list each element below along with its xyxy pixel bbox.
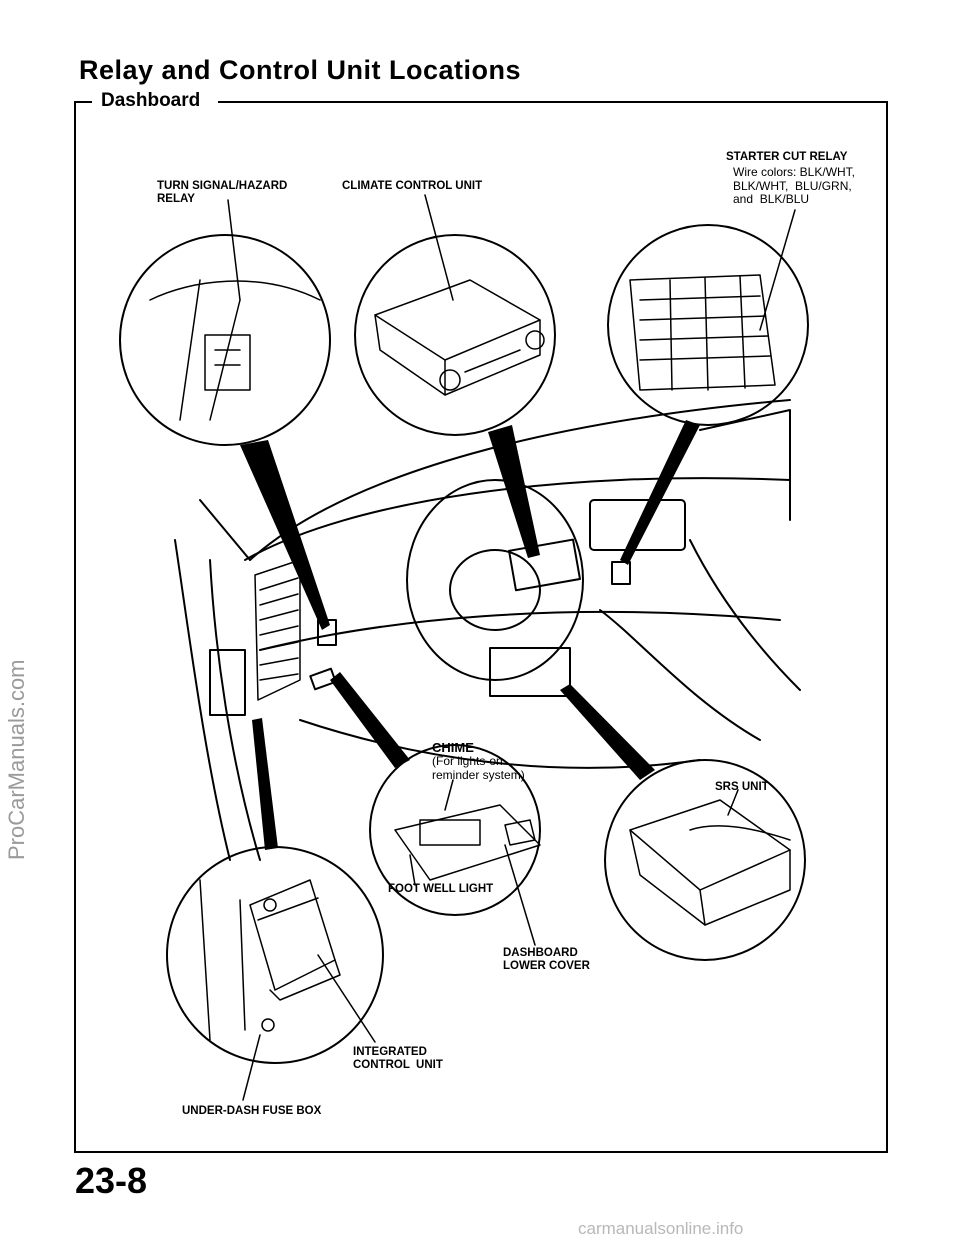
chime-label: CHIME	[432, 740, 474, 755]
windshield-line	[249, 399, 791, 561]
climate-control-unit-label: CLIMATE CONTROL UNIT	[342, 180, 483, 192]
turn-signal-parts	[149, 279, 321, 421]
leader-lines	[227, 194, 796, 1101]
steering-hub	[449, 549, 541, 631]
frame-top-right	[218, 101, 888, 103]
frame-top-left	[74, 101, 92, 103]
climate-unit-parts	[374, 279, 545, 396]
turn-signal-detail	[119, 234, 331, 446]
steering-wheel	[406, 479, 584, 681]
climate-unit-in-dash	[508, 538, 581, 592]
door-pillar	[209, 559, 261, 861]
page-title: Relay and Control Unit Locations	[79, 55, 522, 85]
right-panel	[699, 409, 791, 521]
srs-parts	[629, 799, 791, 926]
fuse-box-detail	[166, 846, 384, 1064]
console	[599, 609, 761, 741]
chime-detail	[369, 744, 541, 916]
page-number: 23-8	[75, 1160, 148, 1201]
a-pillar	[199, 499, 251, 561]
srs-unit-label: SRS UNIT	[715, 781, 769, 793]
starter-relay-parts	[629, 274, 776, 391]
left-door	[174, 539, 231, 861]
starter-detail	[607, 224, 809, 426]
srs-detail	[604, 759, 806, 961]
climate-detail	[354, 234, 556, 436]
integrated-control-unit-label: INTEGRATED CONTROL UNIT	[353, 1046, 443, 1071]
chime-parts	[394, 804, 541, 881]
dashboard-lower-cover-label: DASHBOARD LOWER COVER	[503, 947, 590, 972]
footer-watermark: carmanualsonline.info	[578, 1219, 744, 1238]
turn-signal-relay-label: TURN SIGNAL/HAZARD RELAY	[157, 180, 288, 205]
seat-edge	[689, 539, 801, 691]
side-watermark: ProCarManuals.com	[4, 659, 29, 860]
glovebox	[589, 499, 686, 551]
chime-in-dash	[309, 667, 337, 691]
fuse-box-parts	[199, 879, 341, 1041]
foot-well-light-label: FOOT WELL LIGHT	[388, 883, 494, 895]
callout-wedges	[240, 420, 700, 850]
starter-cut-relay-label: STARTER CUT RELAY	[726, 151, 848, 163]
chime-note: (For lights-on reminder system)	[432, 754, 525, 782]
starter-in-dash	[611, 561, 631, 585]
section-title: Dashboard	[101, 90, 201, 111]
under-dash-fuse-box-label: UNDER-DASH FUSE BOX	[182, 1105, 322, 1117]
srs-in-dash	[489, 647, 571, 697]
control-in-dash	[209, 649, 246, 716]
left-vent	[254, 559, 301, 701]
dash-lower	[259, 610, 781, 651]
diagram-frame	[74, 101, 888, 1153]
starter-wire-colors-note: Wire colors: BLK/WHT, BLK/WHT, BLU/GRN, …	[733, 165, 856, 206]
